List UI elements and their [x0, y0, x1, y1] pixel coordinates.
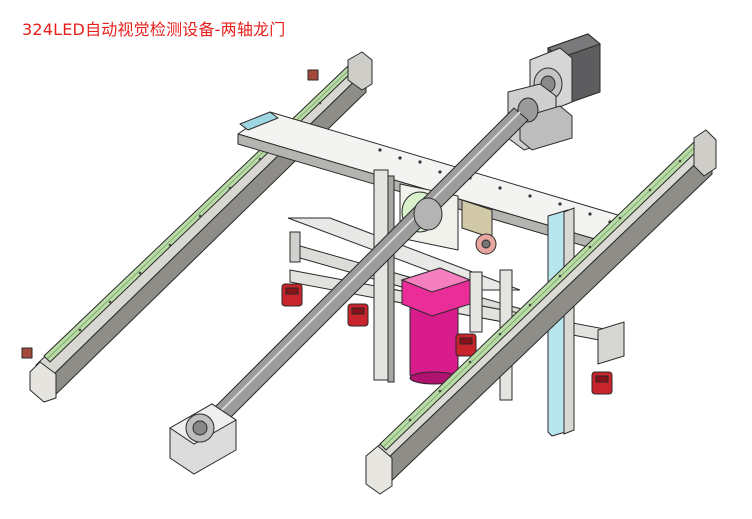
sensor-mid — [455, 333, 477, 357]
screw-nut — [413, 197, 443, 231]
pillow-block-bearing — [169, 403, 237, 475]
sensor-mid-left — [347, 303, 369, 327]
sensor-left — [281, 283, 303, 307]
sensor-right — [591, 371, 613, 395]
diagram-title: 324LED自动视觉检测设备-两轴龙门 — [22, 20, 286, 39]
magenta-camera-motor — [400, 267, 483, 385]
red-limit-sensors — [281, 283, 613, 395]
right-rail-bolts — [408, 159, 682, 422]
top-bearing-block — [507, 83, 573, 151]
left-rail-bolts — [78, 101, 322, 332]
